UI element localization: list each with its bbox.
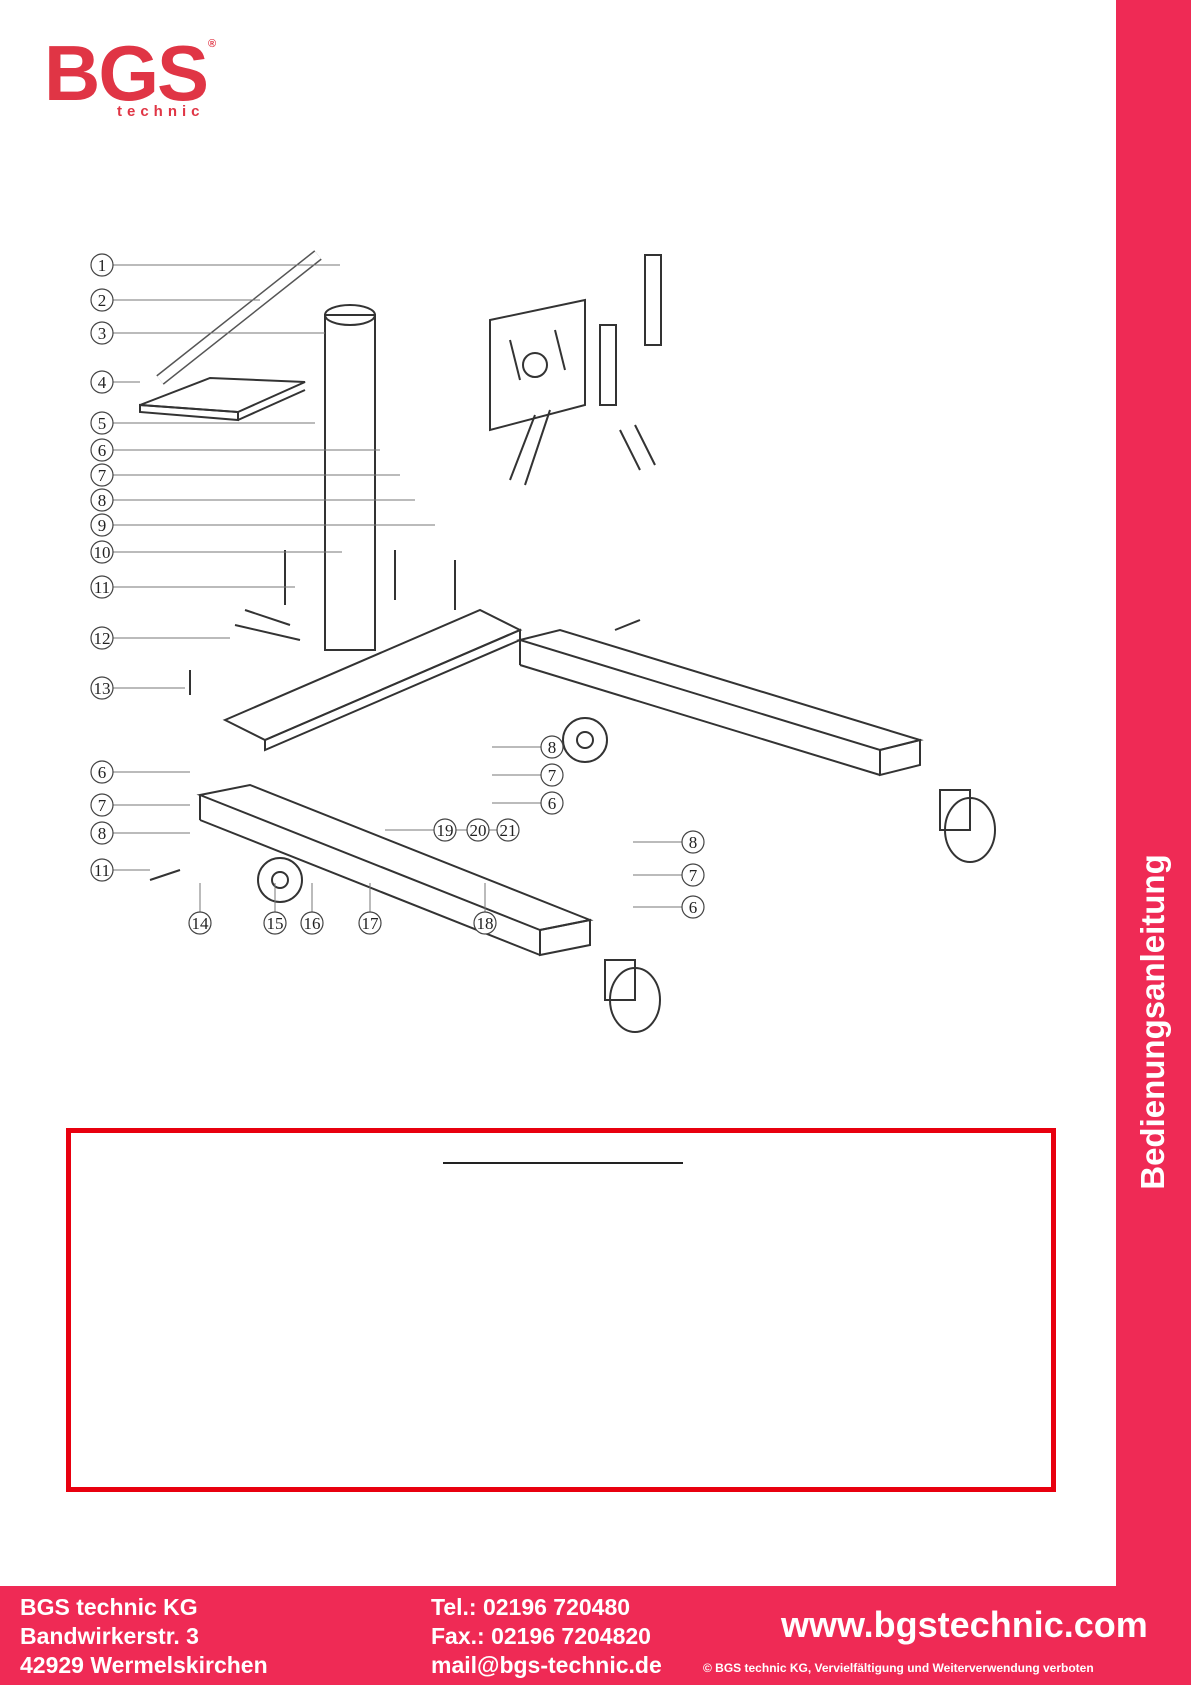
footer-website-link[interactable]: www.bgstechnic.com bbox=[781, 1604, 1148, 1645]
callout-20: 20 bbox=[470, 821, 487, 840]
callout-2-ring bbox=[90, 288, 114, 312]
logo-registered-mark: ® bbox=[208, 38, 217, 50]
callout-19-ring bbox=[433, 818, 457, 842]
info-frame-title-rule bbox=[443, 1162, 683, 1164]
footer-street: Bandwirkerstr. 3 bbox=[20, 1623, 199, 1649]
callout-13-ring bbox=[90, 676, 114, 700]
footer-tel: Tel.: 02196 720480 bbox=[431, 1594, 631, 1620]
info-frame bbox=[66, 1128, 1056, 1492]
callout-20-ring bbox=[466, 818, 490, 842]
callout-6: 6 bbox=[98, 441, 107, 460]
diagram-artwork bbox=[139, 250, 996, 1033]
callout-9-ring bbox=[90, 513, 114, 537]
callout-6-ring bbox=[540, 791, 564, 815]
callout-7: 7 bbox=[98, 796, 107, 815]
callout-14-ring bbox=[188, 911, 212, 935]
callout-9: 9 bbox=[98, 516, 107, 535]
callout-6: 6 bbox=[98, 763, 107, 782]
callout-21-ring bbox=[496, 818, 520, 842]
footer-company: BGS technic KG bbox=[20, 1594, 198, 1620]
callout-3-ring bbox=[90, 321, 114, 345]
callout-7: 7 bbox=[548, 766, 557, 785]
callout-8-ring bbox=[90, 488, 114, 512]
callout-11: 11 bbox=[94, 861, 110, 880]
callout-14: 14 bbox=[192, 914, 210, 933]
callout-8: 8 bbox=[548, 738, 557, 757]
callout-8-ring bbox=[540, 735, 564, 759]
callout-5: 5 bbox=[98, 414, 107, 433]
callout-7: 7 bbox=[98, 466, 107, 485]
callout-8: 8 bbox=[98, 824, 107, 843]
footer-fax: Fax.: 02196 7204820 bbox=[431, 1623, 651, 1649]
callout-18-ring bbox=[473, 911, 497, 935]
logo-letters: BGS bbox=[44, 29, 209, 117]
callout-1-ring bbox=[90, 253, 114, 277]
callout-7-ring bbox=[540, 763, 564, 787]
callout-7-ring bbox=[90, 463, 114, 487]
callout-8: 8 bbox=[98, 491, 107, 510]
callout-16-ring bbox=[300, 911, 324, 935]
callout-7-ring bbox=[90, 793, 114, 817]
callout-4-ring bbox=[90, 370, 114, 394]
callout-12: 12 bbox=[94, 629, 111, 648]
callout-10-ring bbox=[90, 540, 114, 564]
callout-17-ring bbox=[358, 911, 382, 935]
callout-3: 3 bbox=[98, 324, 107, 343]
callout-6-ring bbox=[90, 760, 114, 784]
callout-10: 10 bbox=[94, 543, 111, 562]
callout-12-ring bbox=[90, 626, 114, 650]
callout-18: 18 bbox=[477, 914, 494, 933]
callout-17: 17 bbox=[362, 914, 380, 933]
callout-15-ring bbox=[263, 911, 287, 935]
side-band bbox=[1116, 0, 1191, 1685]
callout-5-ring bbox=[90, 411, 114, 435]
callout-6-ring bbox=[90, 438, 114, 462]
callout-13: 13 bbox=[94, 679, 111, 698]
callout-4: 4 bbox=[98, 373, 107, 392]
callout-8-ring bbox=[681, 830, 705, 854]
side-band-label: Bedienungsanleitung bbox=[1134, 854, 1171, 1190]
callout-1: 1 bbox=[98, 256, 107, 275]
callout-6: 6 bbox=[689, 898, 698, 917]
callout-2: 2 bbox=[98, 291, 107, 310]
callout-19: 19 bbox=[437, 821, 454, 840]
callout-6-ring bbox=[681, 895, 705, 919]
footer-mail[interactable]: mail@bgs-technic.de bbox=[431, 1652, 662, 1678]
callout-8: 8 bbox=[689, 833, 698, 852]
callout-21: 21 bbox=[500, 821, 517, 840]
callout-8-ring bbox=[90, 821, 114, 845]
callout-7-ring bbox=[681, 863, 705, 887]
callout-11-ring bbox=[90, 858, 114, 882]
callout-7: 7 bbox=[689, 866, 698, 885]
callout-15: 15 bbox=[267, 914, 284, 933]
logo-subtitle: technic bbox=[117, 103, 205, 120]
page-body bbox=[0, 0, 1116, 1586]
callout-16: 16 bbox=[304, 914, 321, 933]
callout-11-ring bbox=[90, 575, 114, 599]
callout-6: 6 bbox=[548, 794, 557, 813]
footer-copyright: © BGS technic KG, Vervielfältigung und W… bbox=[703, 1661, 1094, 1675]
footer-city: 42929 Wermelskirchen bbox=[20, 1652, 268, 1678]
brand-logo: BGS technic ® bbox=[44, 32, 234, 120]
footer-band bbox=[0, 1586, 1191, 1685]
leader-lines bbox=[113, 264, 682, 912]
callout-11: 11 bbox=[94, 578, 110, 597]
